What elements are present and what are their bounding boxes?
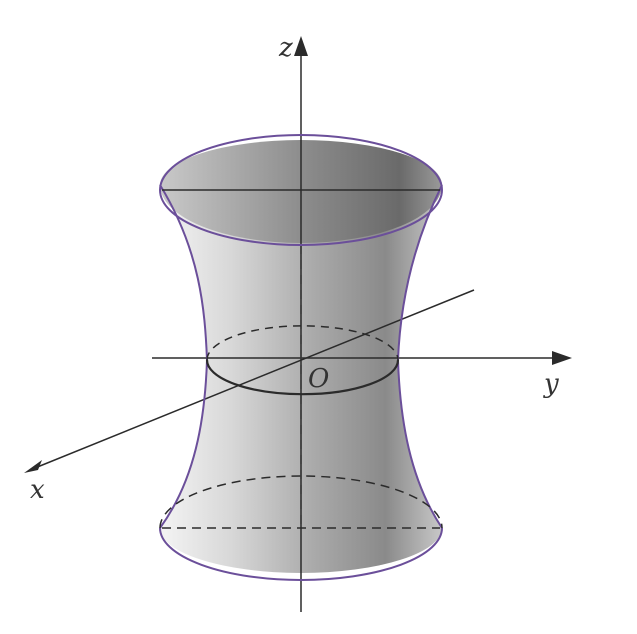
origin-label: O — [308, 364, 329, 394]
z-axis-label: z — [278, 33, 293, 63]
y-axis-arrowhead — [552, 351, 572, 365]
x-axis-arrowhead — [24, 460, 42, 473]
bottom-rim-front — [159, 527, 443, 581]
x-axis-label: x — [30, 475, 45, 505]
z-axis-arrowhead — [294, 36, 308, 56]
top-rim — [159, 134, 443, 246]
y-axis-label: y — [543, 369, 559, 399]
bottom-rim-back — [159, 475, 443, 529]
x-axis — [29, 289, 475, 471]
throat-front — [205, 359, 400, 396]
throat-back — [206, 325, 399, 361]
